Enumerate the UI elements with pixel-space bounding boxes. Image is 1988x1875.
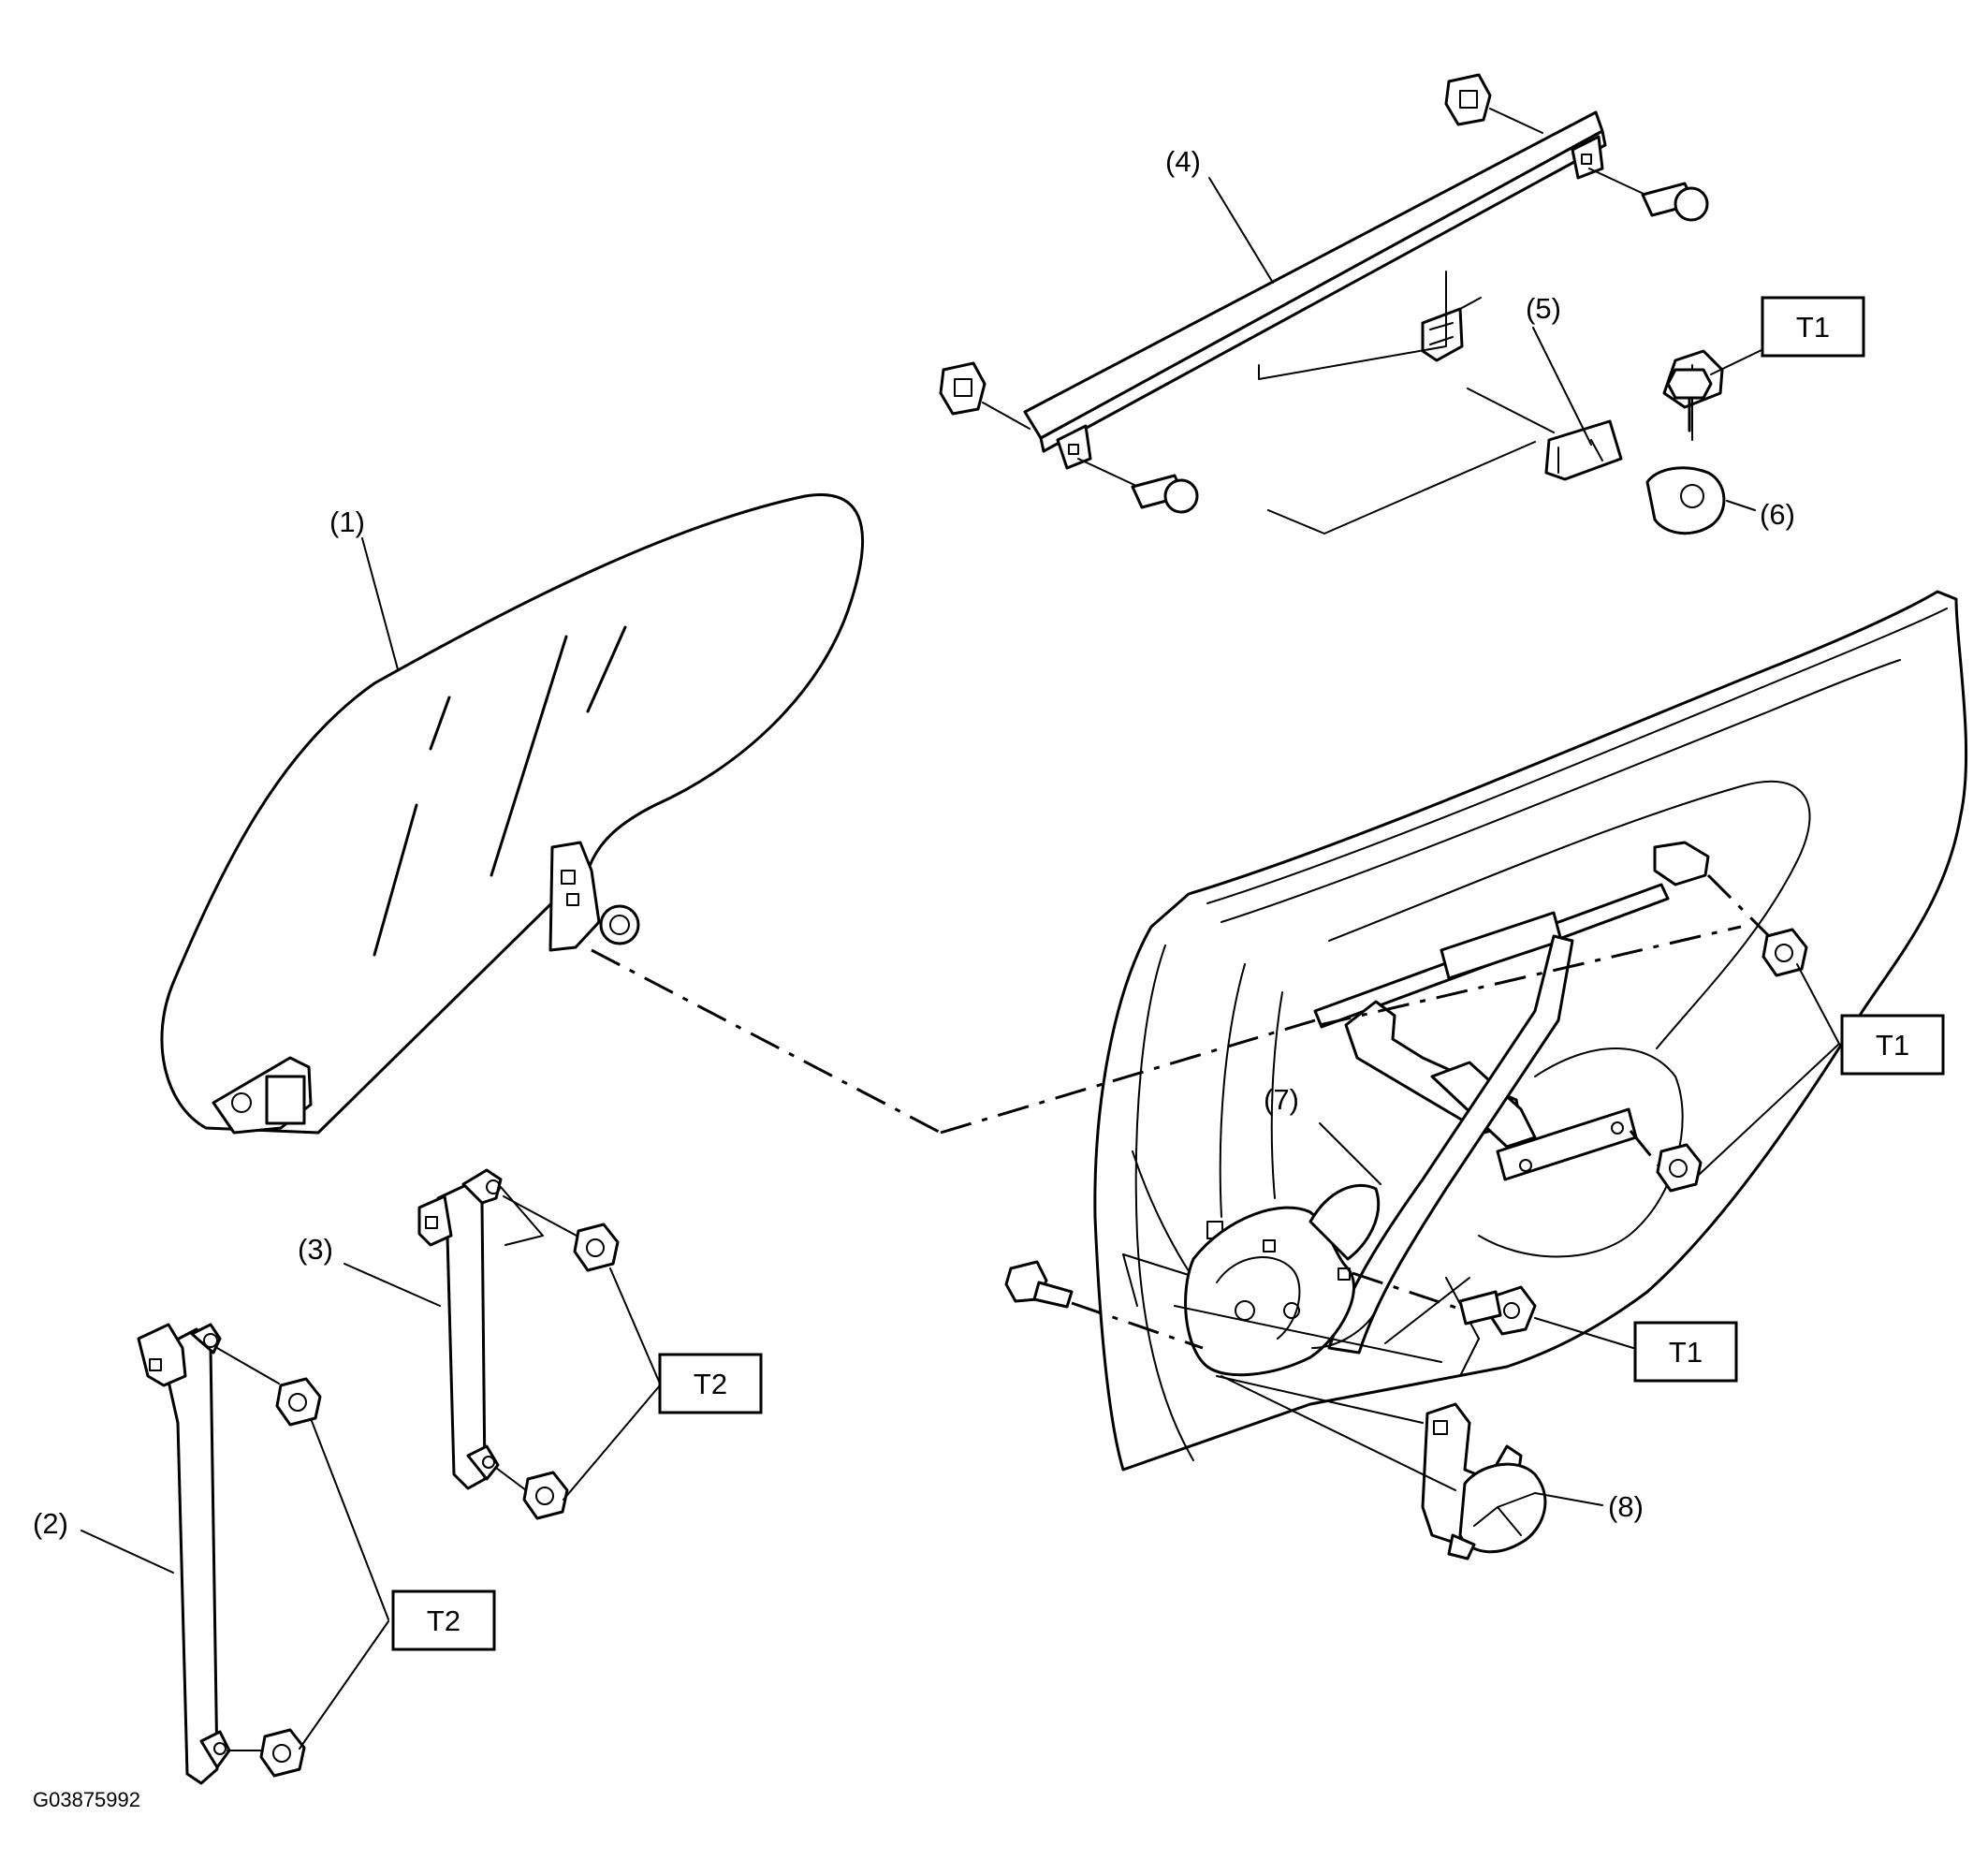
callout-clip: (5) <box>1526 292 1561 325</box>
front-regulator-rail <box>417 1168 544 1490</box>
leader-lines <box>80 177 1840 1574</box>
callout-outer-weatherstrip: (4) <box>1165 145 1201 178</box>
regulator-assembly <box>1122 841 1710 1424</box>
callout-rear-regulator-rail: (2) <box>33 1507 68 1540</box>
torque-label-t1-stopper: T1 <box>1796 311 1830 344</box>
door-glass <box>160 493 865 1135</box>
regulator-left-bolt <box>1004 1260 1204 1350</box>
motor <box>1221 1375 1547 1560</box>
torque-box-t1-stopper: T1 <box>1761 296 1865 358</box>
t1-regulator-bolt <box>1352 1271 1537 1336</box>
torque-box-t2-front-rail: T2 <box>658 1353 763 1414</box>
figure-code: G03875992 <box>33 1788 140 1811</box>
callout-regulator-assembly: (7) <box>1264 1083 1299 1116</box>
door-panel <box>1093 590 1968 1472</box>
t2-rear-rail-nuts <box>216 1347 389 1778</box>
outer-weatherstrip <box>939 73 1709 514</box>
t2-front-rail-nuts <box>495 1195 661 1520</box>
t1-stopper-bolt <box>1666 349 1762 432</box>
torque-label-t2-front-rail: T2 <box>694 1368 727 1400</box>
callout-front-regulator-rail: (3) <box>298 1233 333 1266</box>
torque-box-t1-regulator-bolt: T1 <box>1633 1321 1738 1383</box>
torque-box-t1-regulator-nuts: T1 <box>1840 1014 1945 1076</box>
callout-stopper: (6) <box>1760 498 1795 531</box>
callout-motor: (8) <box>1608 1490 1644 1523</box>
clip <box>1258 271 1623 535</box>
torque-label-t2-rear-rail: T2 <box>427 1604 460 1637</box>
glass-to-regulator-connector <box>591 948 942 1135</box>
rear-regulator-rail <box>137 1323 231 1785</box>
t1-regulator-nuts <box>1629 873 1808 1193</box>
torque-label-t1-regulator-bolt: T1 <box>1669 1336 1703 1369</box>
torque-label-t1-regulator-nuts: T1 <box>1876 1029 1909 1062</box>
torque-box-t2-rear-rail: T2 <box>391 1589 496 1651</box>
callout-glass: (1) <box>329 505 365 538</box>
